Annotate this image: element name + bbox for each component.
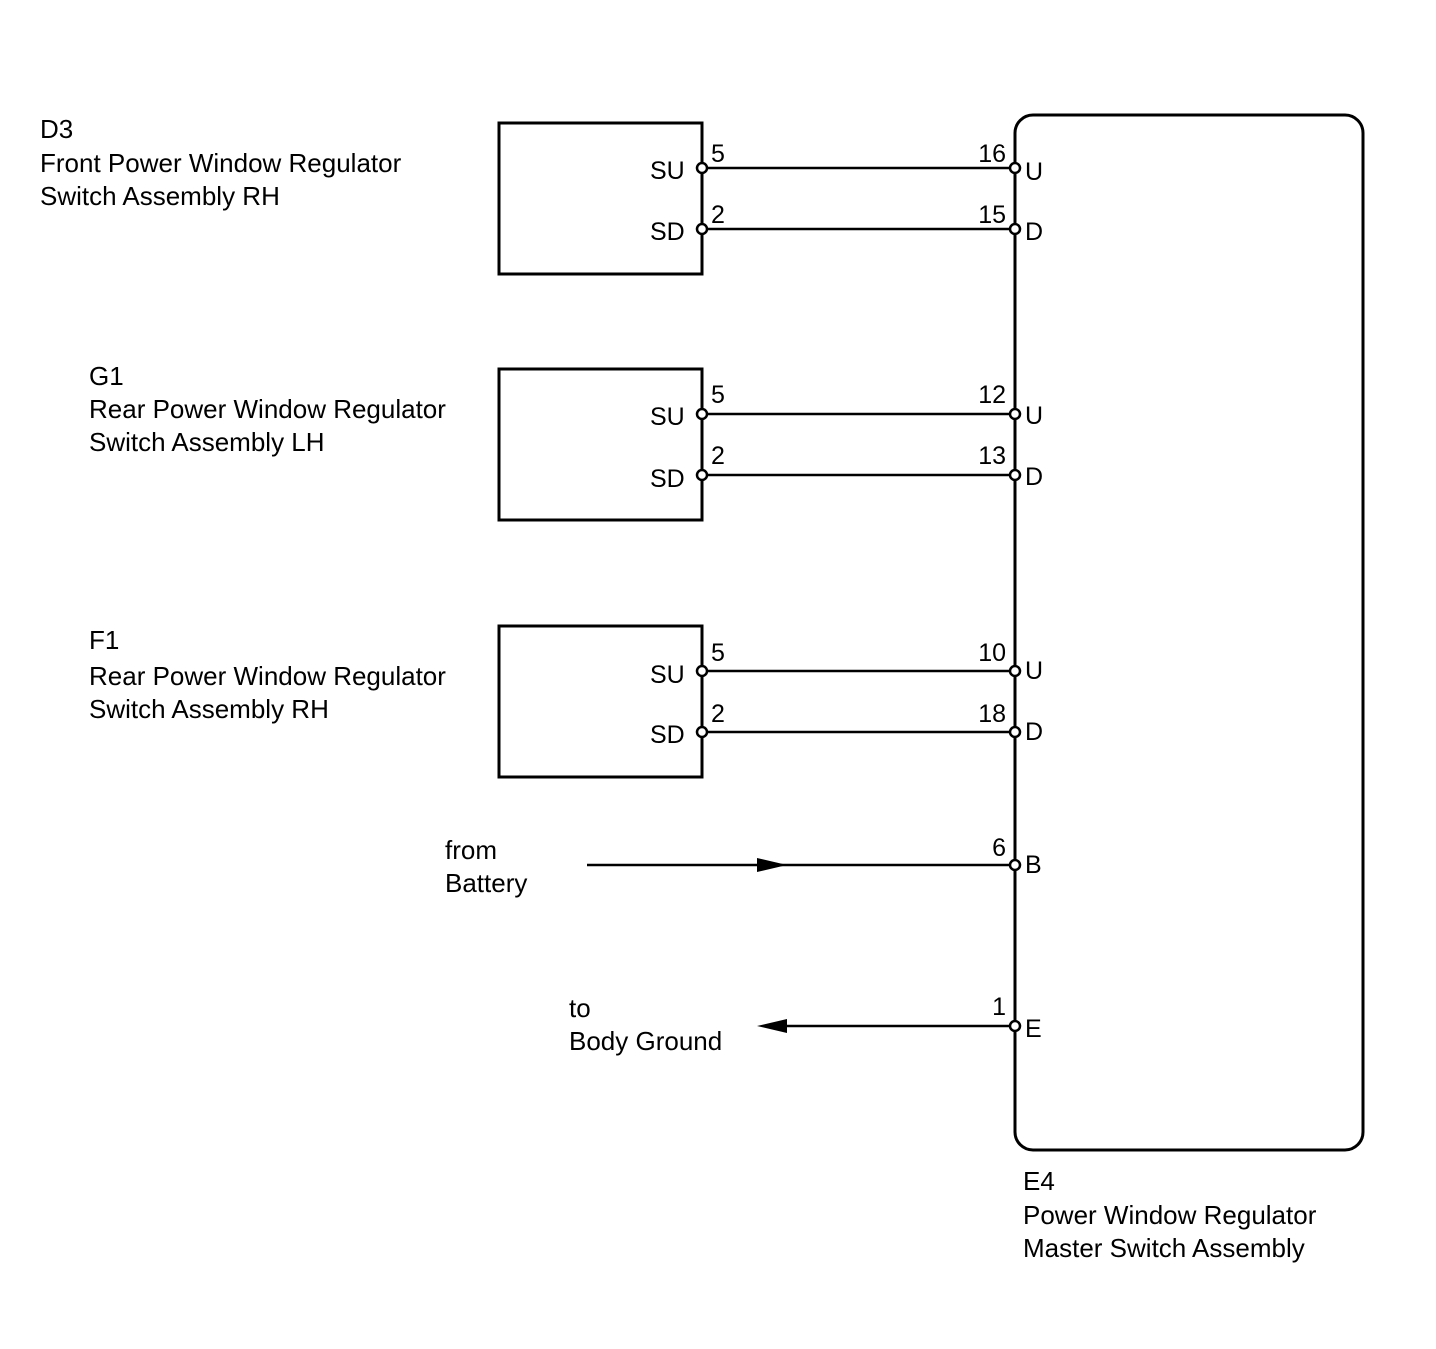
e4-label: E4 Power Window Regulator Master Switch … [1023,1166,1317,1263]
d3-sd-terminal [695,222,709,236]
f1-sd-terminal [695,725,709,739]
e4-pin-number: 6 [992,834,1006,862]
f1-pin-su-number: 5 [711,639,725,667]
g1-code: G1 [89,361,124,391]
e4-pin-label: D [1025,218,1043,246]
f1-code: F1 [89,625,119,655]
d3-pin-su-label: SU [650,157,685,185]
ground-return: to Body Ground [569,993,1015,1056]
g1-pin-sd-label: SD [650,465,685,493]
e4-master-switch-box [1013,113,1365,1152]
arrow-right-icon [757,858,787,872]
e4-pin-label: E [1025,1015,1042,1043]
f1-component: F1 Rear Power Window Regulator Switch As… [89,624,1015,779]
e4-code: E4 [1023,1166,1055,1196]
f1-pin-sd-label: SD [650,721,685,749]
e4-pin-number: 18 [978,700,1006,728]
d3-pin-su-number: 5 [711,140,725,168]
e4-terminal [1008,725,1022,739]
e4-name-line2: Master Switch Assembly [1023,1233,1305,1263]
e4-terminal [1008,1019,1022,1033]
f1-name-line2: Switch Assembly RH [89,694,329,724]
d3-component: D3 Front Power Window Regulator Switch A… [40,114,1015,276]
e4-terminal [1008,222,1022,236]
g1-su-terminal [695,407,709,421]
e4-pin-number: 13 [978,442,1006,470]
g1-pin-su-number: 5 [711,381,725,409]
e4-terminal [1008,161,1022,175]
ground-label-line1: to [569,993,591,1023]
ground-label-line2: Body Ground [569,1026,722,1056]
f1-pin-sd-number: 2 [711,700,725,728]
g1-sd-terminal [695,468,709,482]
e4-pin-number: 1 [992,993,1006,1021]
d3-switch-box [497,121,704,276]
e4-pin-number: 12 [978,381,1006,409]
battery-label-line1: from [445,835,497,865]
g1-component: G1 Rear Power Window Regulator Switch As… [89,361,1015,522]
f1-su-terminal [695,664,709,678]
f1-pin-su-label: SU [650,661,685,689]
e4-pin-label: B [1025,851,1042,879]
battery-label-line2: Battery [445,868,527,898]
arrow-left-icon [757,1019,787,1033]
e4-pin-label: D [1025,463,1043,491]
e4-pins: 16 U 15 D 12 U 13 D 10 U 18 D 6 B 1 E [978,140,1043,1043]
g1-name-line2: Switch Assembly LH [89,427,325,457]
e4-pin-label: D [1025,718,1043,746]
e4-name-line1: Power Window Regulator [1023,1200,1317,1230]
e4-terminal [1008,858,1022,872]
e4-pin-label: U [1025,657,1043,685]
d3-pin-sd-label: SD [650,218,685,246]
g1-switch-box [497,367,704,522]
e4-terminal [1008,407,1022,421]
f1-name-line1: Rear Power Window Regulator [89,661,446,691]
g1-pin-su-label: SU [650,403,685,431]
g1-pin-sd-number: 2 [711,442,725,470]
e4-terminal [1008,468,1022,482]
e4-pin-number: 16 [978,140,1006,168]
d3-name-line2: Switch Assembly RH [40,181,280,211]
e4-terminal [1008,664,1022,678]
d3-code: D3 [40,114,73,144]
g1-name-line1: Rear Power Window Regulator [89,394,446,424]
d3-su-terminal [695,161,709,175]
e4-pin-label: U [1025,402,1043,430]
f1-switch-box [497,624,704,779]
d3-pin-sd-number: 2 [711,201,725,229]
e4-pin-number: 10 [978,639,1006,667]
e4-pin-label: U [1025,158,1043,186]
d3-name-line1: Front Power Window Regulator [40,148,402,178]
battery-feed: from Battery [445,835,1015,898]
e4-pin-number: 15 [978,201,1006,229]
